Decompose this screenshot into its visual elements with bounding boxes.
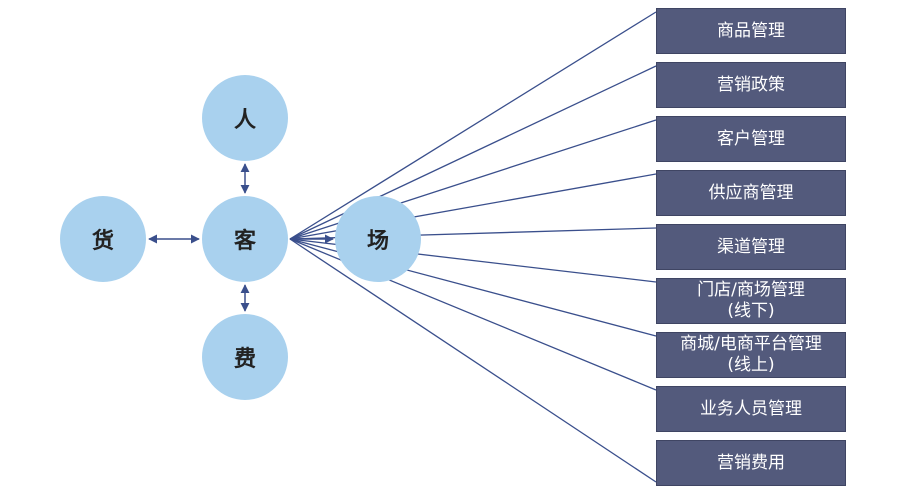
box-ecommerce-management: 商城/电商平台管理 (线上) (656, 332, 846, 378)
box-label: 营销政策 (717, 74, 785, 95)
box-label: 营销费用 (717, 452, 785, 473)
node-fei: 费 (202, 314, 288, 400)
box-label: 商品管理 (717, 20, 785, 41)
box-customer-management: 客户管理 (656, 116, 846, 162)
box-label: 门店/商场管理 (697, 280, 805, 300)
box-marketing-expenses: 营销费用 (656, 440, 846, 486)
box-channel-management: 渠道管理 (656, 224, 846, 270)
box-sublabel: (线上) (727, 355, 775, 375)
fan-line (289, 11, 657, 240)
box-store-management: 门店/商场管理 (线下) (656, 278, 846, 324)
node-chang: 场 (335, 196, 421, 282)
node-ke: 客 (202, 196, 288, 282)
box-label: 供应商管理 (708, 182, 794, 203)
box-sublabel: (线下) (727, 301, 775, 321)
box-label: 商城/电商平台管理 (680, 334, 822, 354)
box-marketing-policy: 营销政策 (656, 62, 846, 108)
box-goods-management: 商品管理 (656, 8, 846, 54)
box-sales-staff-management: 业务人员管理 (656, 386, 846, 432)
node-ren: 人 (202, 75, 288, 161)
box-label: 业务人员管理 (700, 398, 802, 419)
node-huo: 货 (60, 196, 146, 282)
box-label: 客户管理 (717, 128, 785, 149)
box-supplier-management: 供应商管理 (656, 170, 846, 216)
box-label: 渠道管理 (717, 236, 785, 257)
fan-line (289, 238, 657, 483)
